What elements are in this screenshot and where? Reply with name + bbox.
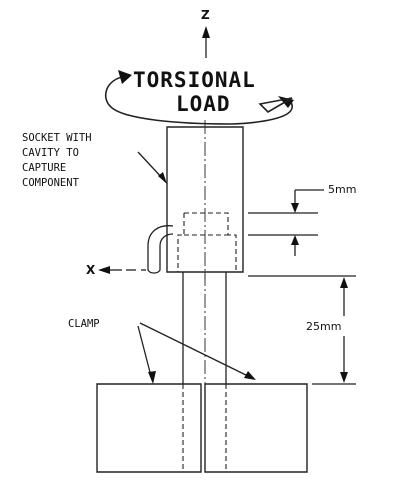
svg-text:SOCKET WITH CAVITY TO: SOCKET WITH CAVITY TO CAPTURE COMPONENT	[22, 132, 98, 189]
stem	[182, 272, 227, 384]
dimension-5mm: 5mm	[248, 183, 356, 256]
socket-label-line-4: COMPONENT	[22, 177, 80, 189]
socket-label: SOCKET WITH CAVITY TO CAPTURE COMPONENT	[22, 132, 167, 189]
x-axis-label: X	[86, 263, 96, 277]
socket-label-line-3: CAPTURE	[22, 162, 66, 174]
clamp-label-text: CLAMP	[68, 318, 100, 330]
torsion-arrow	[104, 70, 294, 125]
z-axis-label: Z	[201, 8, 210, 22]
dimension-25mm-label: 25mm	[306, 320, 341, 333]
socket-label-line-2: CAVITY TO	[22, 147, 79, 159]
clamp-label: CLAMP	[68, 318, 256, 384]
dimension-5mm-label: 5mm	[328, 183, 356, 196]
x-axis: X	[86, 263, 146, 277]
dimension-25mm: 25mm	[248, 275, 356, 385]
title-line-2: LOAD	[176, 92, 231, 116]
clamp-block	[96, 383, 308, 473]
z-axis: Z	[201, 8, 210, 58]
socket	[147, 120, 244, 280]
socket-label-line-1: SOCKET WITH	[22, 132, 92, 144]
title-line-1: TORSIONAL	[133, 68, 256, 92]
